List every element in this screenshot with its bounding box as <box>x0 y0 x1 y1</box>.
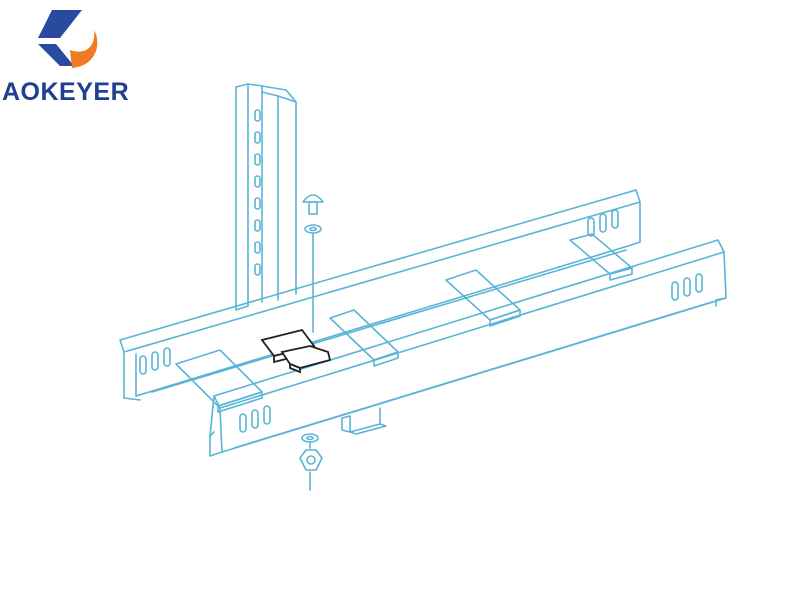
ladder-rungs <box>175 233 633 413</box>
hold-down-clip <box>260 328 332 374</box>
washer-bottom-hole <box>306 435 314 441</box>
logo-blue-lower <box>38 44 74 66</box>
nut <box>299 449 323 471</box>
post-slots <box>254 109 261 276</box>
washer-top <box>304 224 322 234</box>
support-bracket <box>341 407 387 435</box>
logo-orange-swoosh <box>70 30 98 68</box>
aokeyer-logo-icon <box>38 10 98 68</box>
drawing-lines <box>119 83 727 491</box>
i-beam-post <box>235 83 297 311</box>
washer-top-hole <box>309 226 317 232</box>
bolt <box>302 194 324 215</box>
brand-name: AOKEYER <box>2 78 130 106</box>
brand-logo: AOKEYER <box>0 0 140 110</box>
front-side-rail <box>209 239 727 457</box>
back-side-rail <box>119 189 641 401</box>
washer-bottom <box>301 433 319 443</box>
logo-blue-chevron <box>38 10 82 38</box>
